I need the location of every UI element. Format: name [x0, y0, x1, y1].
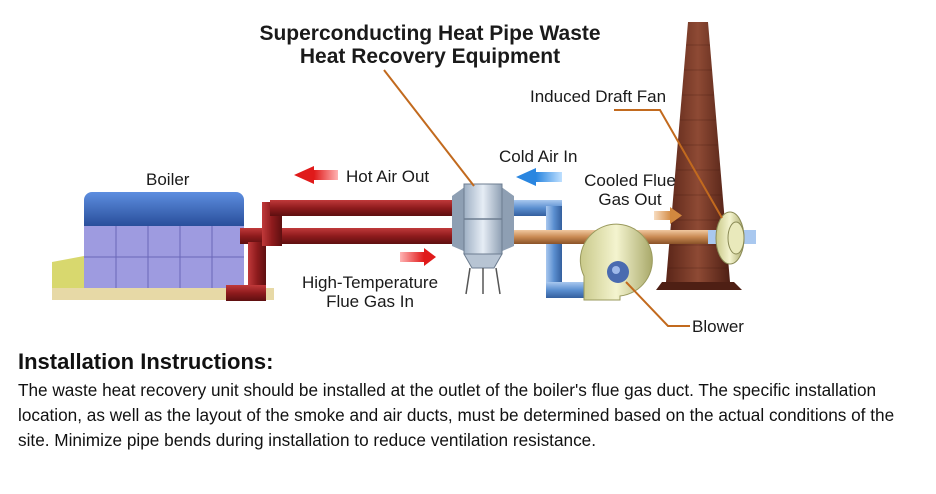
hot-air-out-arrow [294, 166, 338, 184]
blower-callout-line [625, 281, 690, 327]
blower [579, 223, 653, 301]
heat-recovery-unit [452, 183, 514, 295]
boiler [52, 192, 274, 300]
label-flue-in-line2: Flue Gas In [326, 292, 414, 311]
instructions-heading: Installation Instructions: [18, 349, 274, 374]
diagram-title-line1: Superconducting Heat Pipe Waste [259, 22, 600, 45]
fan-callout-line [614, 109, 723, 219]
label-cold-air-in: Cold Air In [499, 147, 577, 166]
induced-draft-fan [708, 211, 756, 265]
flue-gas-in-arrow [400, 248, 436, 266]
label-cooled-flue-line2: Gas Out [598, 190, 662, 209]
label-cooled-flue-line1: Cooled Flue [584, 171, 676, 190]
installation-instructions: Installation Instructions: The waste hea… [18, 348, 923, 453]
title-callout-line [383, 69, 475, 187]
label-blower: Blower [692, 317, 744, 336]
label-hot-air-out: Hot Air Out [346, 167, 429, 186]
flue-gas-duct [226, 202, 452, 301]
callout-lines [383, 69, 723, 327]
cold-air-in-arrow [516, 168, 562, 186]
label-boiler: Boiler [146, 170, 190, 189]
label-induced-draft-fan: Induced Draft Fan [530, 87, 666, 106]
cooled-gas-out-arrow [654, 207, 682, 224]
chimney [656, 22, 742, 290]
label-flue-in-line1: High-Temperature [302, 273, 438, 292]
heat-recovery-diagram: Superconducting Heat Pipe Waste Heat Rec… [52, 22, 756, 336]
instructions-body: The waste heat recovery unit should be i… [18, 380, 895, 450]
hot-air-duct [270, 200, 454, 216]
diagram-title-line2: Heat Recovery Equipment [300, 45, 560, 68]
